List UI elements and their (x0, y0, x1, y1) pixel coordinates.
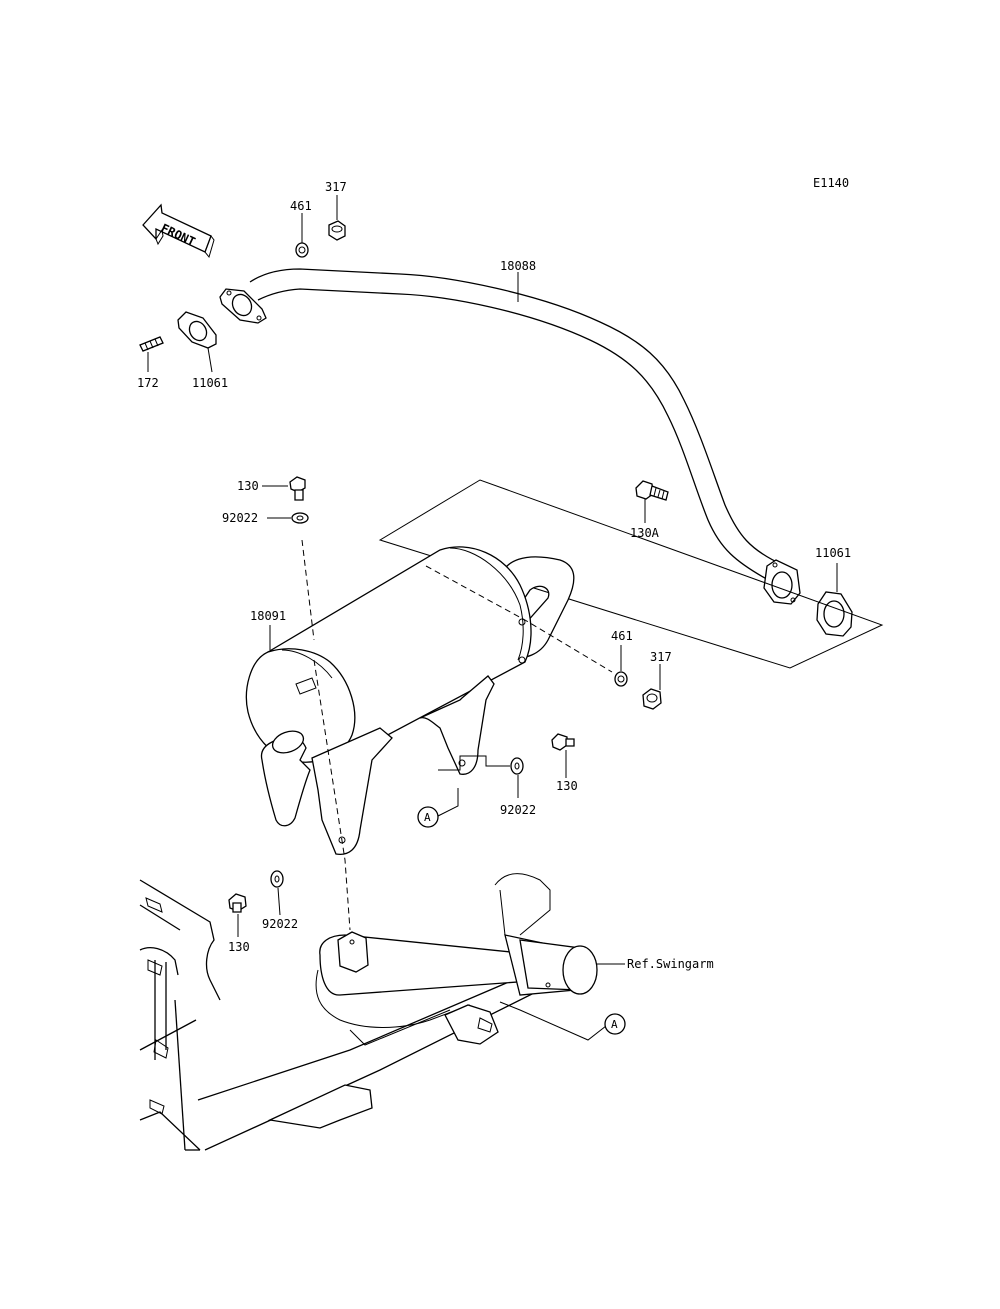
label-11061-right: 11061 (815, 546, 851, 560)
label-461-top: 461 (290, 199, 312, 213)
washer-92022-right (510, 757, 524, 775)
nut-317-top (328, 220, 346, 241)
label-130-bottom: 130 (228, 940, 250, 954)
muffler (245, 546, 575, 856)
label-18088: 18088 (500, 259, 536, 273)
washer-461-top (295, 242, 309, 258)
label-317-top: 317 (325, 180, 347, 194)
gasket-left (177, 311, 217, 349)
stud-172 (139, 336, 164, 352)
mounting-plane-outline (378, 479, 884, 669)
label-130a: 130A (630, 526, 660, 540)
bolt-130-top (289, 476, 306, 501)
gasket-right (816, 591, 853, 637)
washer-92022-bottom (270, 870, 284, 888)
bolt-130a (635, 480, 669, 501)
washer-461-right (614, 671, 628, 687)
nut-317-right (642, 688, 662, 710)
diagram-code: E1140 (813, 176, 849, 190)
label-317-right: 317 (650, 650, 672, 664)
exhaust-pipe (219, 268, 801, 605)
label-ref-swingarm: Ref.Swingarm (627, 957, 714, 971)
label-92022-bottom: 92022 (262, 917, 298, 931)
callout-a-upper: A (417, 806, 439, 828)
label-92022-top: 92022 (222, 511, 258, 525)
label-461-right: 461 (611, 629, 633, 643)
label-11061-left: 11061 (192, 376, 228, 390)
washer-92022-top (291, 512, 309, 524)
bolt-130-bottom (228, 893, 247, 913)
label-172: 172 (137, 376, 159, 390)
callout-a-upper-label: A (424, 811, 431, 824)
label-92022-right: 92022 (500, 803, 536, 817)
callout-a-lower-label: A (611, 1018, 618, 1031)
callout-a-lower: A (604, 1013, 626, 1035)
label-130-top: 130 (237, 479, 259, 493)
frame-swingarm (139, 873, 598, 1151)
leader-lines (147, 195, 838, 1041)
front-arrow-icon: FRONT (142, 203, 215, 259)
label-18091: 18091 (250, 609, 286, 623)
bolt-130-right (551, 733, 575, 751)
label-130-right: 130 (556, 779, 578, 793)
